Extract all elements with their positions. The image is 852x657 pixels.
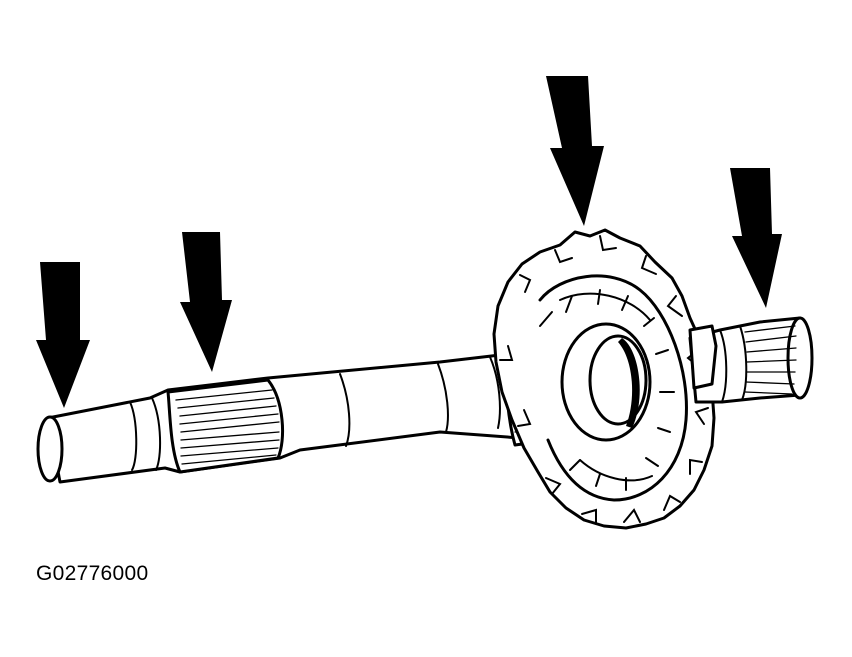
output-shaft bbox=[36, 343, 550, 484]
figure-id-label: G02776000 bbox=[36, 562, 149, 585]
gear-flange bbox=[492, 228, 716, 530]
shaft-spline-left bbox=[166, 378, 285, 474]
arrow-2-icon bbox=[180, 232, 232, 372]
arrow-1-icon bbox=[36, 262, 90, 408]
arrow-3-icon bbox=[546, 76, 604, 226]
arrow-4-icon bbox=[730, 168, 782, 308]
shaft-spline-right bbox=[688, 316, 814, 404]
